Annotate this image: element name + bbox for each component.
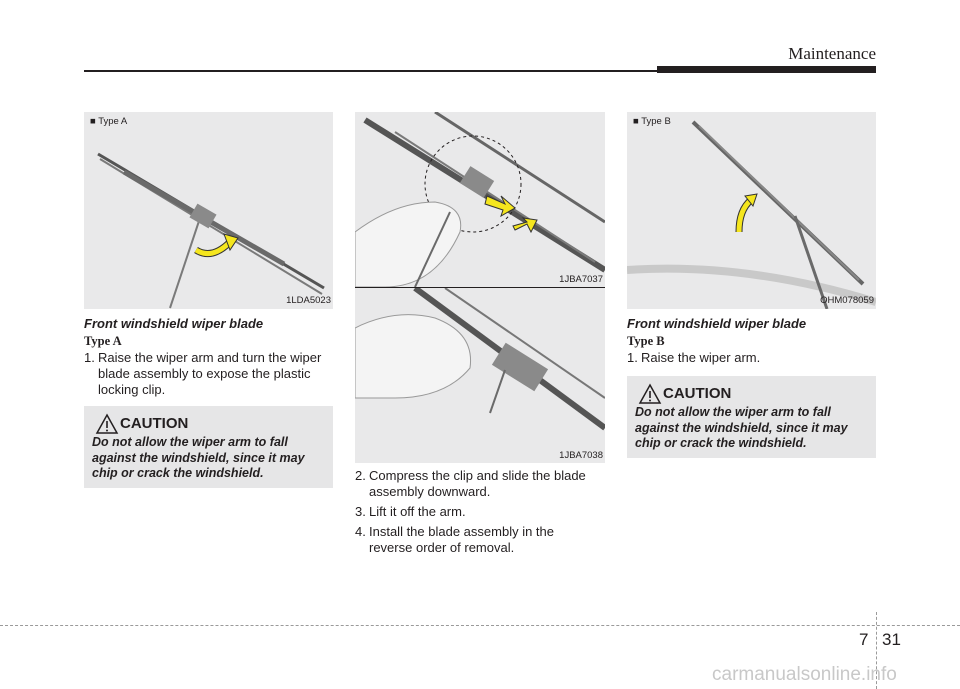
steps-list: 2.Compress the clip and slide the blade … xyxy=(355,468,586,555)
figure-caption: Front windshield wiper blade xyxy=(627,316,807,331)
warning-icon xyxy=(95,413,119,434)
caution-box: CAUTION Do not allow the wiper arm to fa… xyxy=(627,376,876,458)
figure-slide-blade: 1JBA7038 xyxy=(355,288,605,463)
footer-divider xyxy=(876,612,877,689)
wiper-type-b-illustration xyxy=(627,120,876,309)
figure-code: 1LDA5023 xyxy=(286,295,331,306)
figure-code: OHM078059 xyxy=(820,295,874,306)
figure-type-a: ■ Type A 1LDA5023 xyxy=(84,112,333,309)
figure-code: 1JBA7038 xyxy=(559,450,603,461)
figure-caption: Front windshield wiper blade xyxy=(84,316,264,331)
page-number: 31 xyxy=(882,630,901,649)
wiper-type-a-illustration xyxy=(97,152,325,309)
section-title: Maintenance xyxy=(788,44,876,63)
warning-icon xyxy=(638,383,662,404)
type-heading: Type B xyxy=(627,334,665,348)
caution-box: CAUTION Do not allow the wiper arm to fa… xyxy=(84,406,333,488)
step-1: 1.Raise the wiper arm. xyxy=(627,350,761,365)
figure-divider xyxy=(355,287,605,288)
header-rule xyxy=(84,70,664,72)
figure-type-label: ■ Type A xyxy=(90,116,128,127)
header-rule-thick xyxy=(657,66,876,73)
caution-title: CAUTION xyxy=(120,415,189,432)
caution-title: CAUTION xyxy=(663,385,732,402)
figure-type-b: ■ Type B OHM078059 xyxy=(627,112,876,309)
watermark: carmanualsonline.info xyxy=(712,664,897,685)
figure-code: 1JBA7037 xyxy=(559,274,603,285)
type-heading: Type A xyxy=(84,334,122,348)
step-1: 1.Raise the wiper arm and turn the wiper… xyxy=(84,350,322,397)
figure-type-label: ■ Type B xyxy=(633,116,671,127)
footer-rule xyxy=(0,625,960,626)
wiper-clip-illustration xyxy=(355,112,605,287)
caution-text: Do not allow the wiper arm to fall again… xyxy=(635,405,848,450)
chapter-number: 7 xyxy=(859,630,869,649)
caution-text: Do not allow the wiper arm to fall again… xyxy=(92,435,305,480)
wiper-slide-illustration xyxy=(355,288,605,431)
figure-compress-clip: 1JBA7037 xyxy=(355,112,605,287)
